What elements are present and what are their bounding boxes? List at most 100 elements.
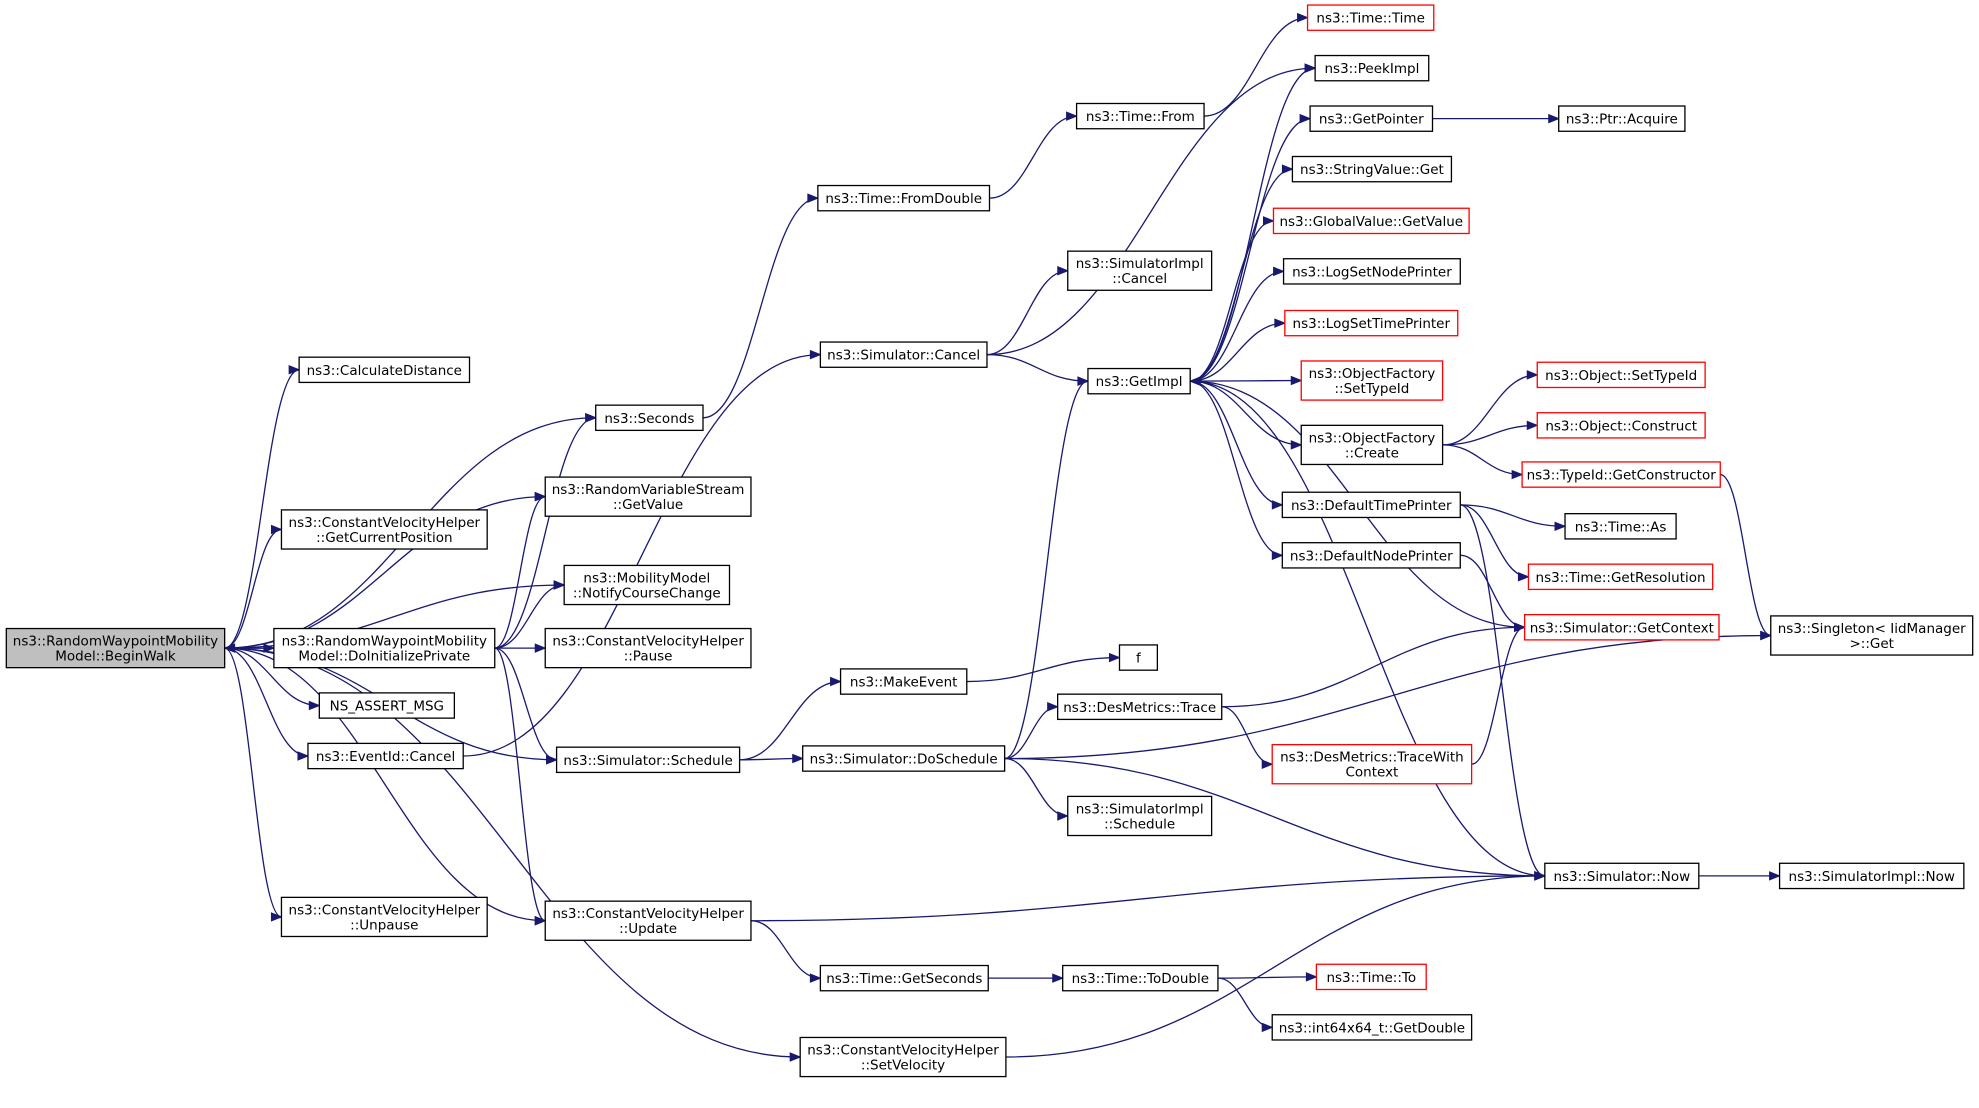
node-box [1315, 963, 1427, 991]
node-box [1536, 361, 1706, 389]
graph-node-globalget[interactable]: ns3::GlobalValue::GetValue [1272, 207, 1470, 235]
graph-node-makeevent[interactable]: ns3::MakeEvent [839, 668, 968, 695]
graph-node-getpointer[interactable]: ns3::GetPointer [1309, 105, 1434, 132]
node-label: ns3::DesMetrics::Trace [1063, 700, 1216, 716]
graph-node-pause[interactable]: ns3::ConstantVelocityHelper::Pause [544, 627, 752, 669]
graph-node-peekimpl[interactable]: ns3::PeekImpl [1314, 54, 1430, 82]
edge-n_getctor-to-n_singleton [1720, 473, 1771, 637]
graph-node-timetime[interactable]: ns3::Time::Time [1306, 4, 1435, 31]
arrowhead-n_ofcreate-to-n_getctor [1511, 469, 1524, 480]
arrowhead-n_destrace-to-n_tracewith [1261, 759, 1274, 769]
node-box [1527, 563, 1714, 591]
graph-node-getimpl[interactable]: ns3::GetImpl [1087, 367, 1191, 395]
graph-node-simnow[interactable]: ns3::Simulator::Now [1544, 862, 1700, 890]
node-label: ns3::CalculateDistance [307, 363, 462, 379]
graph-node-getres[interactable]: ns3::Time::GetResolution [1527, 563, 1714, 591]
graph-node-getdouble[interactable]: ns3::int64x64_t::GetDouble [1271, 1014, 1473, 1041]
node-label: ns3::ObjectFactory [1309, 366, 1436, 382]
graph-node-destrace[interactable]: ns3::DesMetrics::Trace [1057, 693, 1223, 721]
graph-node-unpause[interactable]: ns3::ConstantVelocityHelper::Unpause [280, 896, 488, 938]
node-box [1521, 461, 1721, 488]
node-label: ns3::Time::GetSeconds [826, 971, 982, 987]
edge-n_tracewith-to-n_getcontext [1471, 626, 1525, 765]
graph-node-simcancel[interactable]: ns3::Simulator::Cancel [819, 341, 988, 368]
node-box [1314, 54, 1430, 82]
graph-node-seconds[interactable]: ns3::Seconds [595, 404, 704, 432]
node-box [273, 627, 496, 669]
graph-node-setvel[interactable]: ns3::ConstantVelocityHelper::SetVelocity [799, 1036, 1007, 1078]
node-label: ::SetVelocity [861, 1058, 945, 1074]
graph-node-singleton[interactable]: ns3::Singleton< IidManager >::Get [1770, 615, 1974, 656]
graph-node-notify[interactable]: ns3::MobilityModel::NotifyCourseChange [563, 564, 731, 606]
graph-node-ofcreate[interactable]: ns3::ObjectFactory::Create [1300, 424, 1444, 466]
graph-node-doschedule[interactable]: ns3::Simulator::DoSchedule [802, 745, 1006, 772]
node-label: ns3::DefaultNodePrinter [1290, 548, 1453, 564]
graph-node-getseconds[interactable]: ns3::Time::GetSeconds [819, 964, 989, 992]
arrowhead-n_simnow-to-n_getimpl [1188, 376, 1201, 386]
graph-node-update[interactable]: ns3::ConstantVelocityHelper::Update [544, 900, 752, 941]
graph-node-cvh-getpos[interactable]: ns3::ConstantVelocityHelper::GetCurrentP… [280, 509, 488, 550]
node-label: ns3::Simulator::DoSchedule [810, 752, 998, 768]
node-label: ns3::ConstantVelocityHelper [289, 515, 481, 531]
graph-node-timeto[interactable]: ns3::Time::To [1315, 963, 1427, 991]
node-label: ns3::Simulator::Schedule [563, 753, 732, 769]
graph-node-getctor[interactable]: ns3::TypeId::GetConstructor [1521, 461, 1721, 488]
graph-node-eventcancel[interactable]: ns3::EventId::Cancel [307, 742, 464, 770]
graph-node-timefrom[interactable]: ns3::Time::From [1075, 102, 1205, 130]
graph-node-getcontext[interactable]: ns3::Simulator::GetContext [1523, 614, 1720, 641]
graph-node-objconstruct[interactable]: ns3::Object::Construct [1536, 412, 1706, 439]
node-box [817, 184, 991, 212]
edge-n_root-to-n_setvel [224, 647, 801, 1058]
node-box [1300, 360, 1444, 401]
edge-n_root-to-n_update [224, 647, 546, 922]
graph-node-deftime[interactable]: ns3::DefaultTimePrinter [1281, 491, 1461, 519]
node-label: ns3::TypeId::GetConstructor [1527, 468, 1717, 484]
arrowhead-n_getimpl-to-n_deftime [1271, 500, 1284, 510]
graph-node-schedule[interactable]: ns3::Simulator::Schedule [555, 746, 741, 774]
node-label: ns3::GetPointer [1319, 112, 1424, 128]
node-box [298, 356, 471, 384]
edge-n_doinit-to-n_update [494, 647, 546, 922]
graph-node-simimplnow[interactable]: ns3::SimulatorImpl::Now [1778, 862, 1965, 890]
edge-n_root-to-n_unpause [224, 647, 282, 918]
node-box [1309, 105, 1434, 132]
node-label: Model::BeginWalk [55, 649, 176, 665]
node-box [819, 964, 989, 992]
graph-node-timeas[interactable]: ns3::Time::As [1564, 513, 1677, 540]
edge-n_simnow-to-n_getimpl [1190, 380, 1545, 877]
node-box [802, 745, 1006, 772]
node-label: ns3::LogSetTimePrinter [1293, 316, 1451, 332]
node-label: ns3::DesMetrics::TraceWith [1280, 750, 1464, 766]
graph-node-logtime[interactable]: ns3::LogSetTimePrinter [1284, 309, 1459, 337]
graph-node-stringget[interactable]: ns3::StringValue::Get [1291, 155, 1453, 183]
graph-node-doinit[interactable]: ns3::RandomWaypointMobilityModel::DoInit… [273, 627, 496, 669]
node-box [1300, 424, 1444, 466]
edge-n_todouble-to-n_timeto [1217, 976, 1317, 979]
graph-node-simimplsched[interactable]: ns3::SimulatorImpl::Schedule [1067, 795, 1213, 837]
graph-node-fromdouble[interactable]: ns3::Time::FromDouble [817, 184, 991, 212]
node-box [1272, 207, 1470, 235]
graph-node-simimplcancel[interactable]: ns3::SimulatorImpl::Cancel [1067, 250, 1213, 291]
node-label: ns3::RandomWaypointMobility [13, 634, 218, 650]
edge-n_destrace-to-n_tracewith [1221, 706, 1273, 765]
node-label: ::GetCurrentPosition [316, 530, 452, 546]
graph-node-rvsget[interactable]: ns3::RandomVariableStream::GetValue [544, 476, 752, 517]
node-box [1067, 795, 1213, 837]
graph-node-calcdist[interactable]: ns3::CalculateDistance [298, 356, 471, 384]
node-label: ns3::Simulator::GetContext [1530, 620, 1714, 636]
node-label: ns3::ConstantVelocityHelper [552, 906, 744, 922]
node-label: ns3::ConstantVelocityHelper [807, 1043, 999, 1059]
graph-node-objsettype[interactable]: ns3::Object::SetTypeId [1536, 361, 1706, 389]
graph-node-todouble[interactable]: ns3::Time::ToDouble [1062, 964, 1219, 992]
node-label: ns3::Time::As [1575, 519, 1667, 535]
graph-node-defnode[interactable]: ns3::DefaultNodePrinter [1281, 542, 1461, 569]
arrowhead-n_eventcancel-to-n_simcancel [809, 349, 822, 360]
graph-node-root[interactable]: ns3::RandomWaypointMobilityModel::BeginW… [5, 627, 226, 669]
graph-node-assert[interactable]: NS_ASSERT_MSG [318, 692, 456, 719]
node-label: f [1136, 651, 1142, 667]
graph-node-ptracq[interactable]: ns3::Ptr::Acquire [1558, 105, 1686, 132]
graph-node-f[interactable]: f [1118, 644, 1159, 671]
graph-node-ofsettype[interactable]: ns3::ObjectFactory::SetTypeId [1300, 360, 1444, 401]
graph-node-lognode[interactable]: ns3::LogSetNodePrinter [1282, 258, 1461, 285]
